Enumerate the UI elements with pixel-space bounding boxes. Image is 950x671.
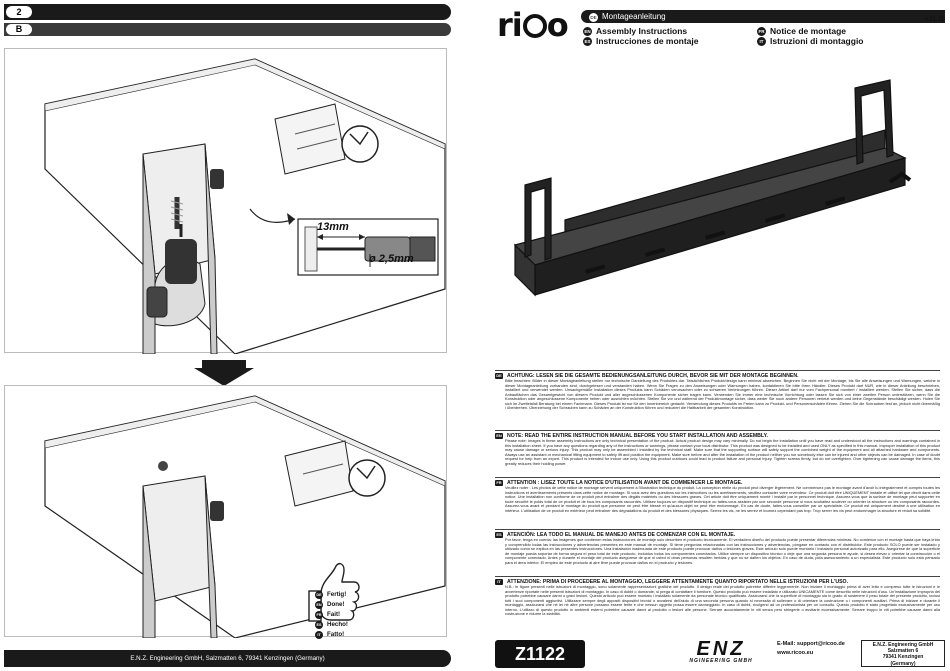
title-en: EN Assembly Instructions [583, 26, 687, 36]
completion-text: Hecho! [327, 621, 348, 628]
company-name: E.N.Z. Engineering GmbH [872, 642, 934, 648]
footer-address: E.N.Z. Engineering GmbH, Salzmatten 6, 7… [4, 650, 451, 667]
mounted-bracket-illustration [44, 395, 446, 639]
warning-body: Por favor, tenga en cuenta: las imágenes… [505, 538, 940, 565]
enz-logo: ENZ NGINEERING GMBH [675, 638, 767, 667]
completion-de: DE Fertig! [315, 590, 348, 600]
warning-title: ATTENTION : LISEZ TOUTE LA NOTICE D'UTIL… [507, 479, 743, 486]
completion-text: Done! [327, 601, 345, 608]
cable-tray-product-image [513, 79, 912, 297]
completion-en: EN Done! [315, 600, 348, 610]
next-step-arrow-icon [194, 360, 254, 386]
warning-section-es: ES ATENCIÓN: LEA TODO EL MANUAL DE MANEJO… [495, 531, 940, 578]
title-text: Assembly Instructions [596, 26, 688, 36]
flag-en-icon: EN [583, 26, 592, 36]
completion-es: ES Hecho! [315, 620, 348, 630]
drilling-illustration-panel: 13mm ø 2,5mm [4, 48, 447, 355]
company-city: 79341 Kenzingen [882, 654, 924, 661]
substep-letter: B [6, 24, 32, 35]
model-number: Z1122 [495, 640, 585, 668]
height-knob [210, 169, 224, 189]
substep-header-bar: B [4, 23, 451, 36]
separator [495, 529, 940, 530]
completion-messages: DE Fertig! EN Done! FR Fait! ES Hecho! IT Fat… [315, 590, 348, 640]
warning-section-fr: FR ATTENTION : LISEZ TOUTE LA NOTICE D'UT… [495, 479, 940, 531]
flag-de-icon: DE [495, 372, 503, 379]
separator [495, 370, 940, 371]
warning-section-de: DE ACHTUNG: LESEN SIE DIE GESAMTE BEDIENU… [495, 372, 940, 433]
table-top [44, 58, 446, 355]
separator [495, 477, 940, 478]
step-header-bar: 2 [4, 4, 451, 20]
flag-es-icon: ES [315, 621, 323, 629]
company-country: (Germany) [890, 660, 916, 667]
contact-email: E-Mail: support@ricoo.de [777, 641, 845, 647]
title-text: Notice de montage [770, 26, 847, 36]
flag-es-icon: ES [583, 36, 592, 46]
separator [495, 576, 940, 577]
drill [165, 239, 197, 284]
contact-website: www.ricoo.eu [777, 649, 814, 656]
drill-depth-label: 13mm [317, 221, 349, 233]
instruction-page-left: 2 B [4, 4, 451, 667]
warning-title: ATTENZIONE: PRIMA DI PROCEDERE AL MONTAG… [507, 578, 849, 585]
company-street: Salzmatten 6 [887, 648, 919, 655]
warning-body: Please note: Images in these assembly in… [505, 439, 940, 466]
flag-en-icon: EN [315, 601, 323, 609]
drill-diameter-label: ø 2,5mm [369, 253, 414, 265]
warning-section-it: IT ATTENZIONE: PRIMA DI PROCEDERE AL MONT… [495, 578, 940, 635]
drilling-illustration [44, 58, 446, 355]
flag-de-icon: DE [589, 13, 598, 22]
step-number: 2 [6, 6, 32, 18]
tray-bracket [274, 103, 346, 175]
completion-text: Fait! [327, 611, 341, 618]
title-fr: FR Notice de montage [757, 26, 846, 36]
company-address: E.N.Z. Engineering GmbH Salzmatten 6 793… [861, 640, 945, 667]
warning-body: Bitte beachten: Bilder in dieser Montage… [505, 379, 940, 410]
title-text: Instrucciones de montaje [596, 36, 699, 46]
screw [170, 197, 184, 229]
flag-fr-icon: FR [495, 479, 503, 486]
contact-info: E-Mail: support@ricoo.de www.ricoo.eu [777, 640, 857, 667]
flag-en-icon: EN [495, 432, 503, 439]
warning-body: Veuillez noter : Les photos de cette not… [505, 486, 940, 513]
title-es: ES Instrucciones de montaje [583, 36, 699, 46]
title-it: IT Istruzioni di montaggio [757, 36, 864, 46]
title-de: Montageanleitung [602, 12, 666, 21]
enz-brand: ENZ [696, 638, 746, 660]
title-bar: DE Montageanleitung [581, 10, 945, 23]
flag-de-icon: DE [315, 591, 323, 599]
flag-it-icon: IT [315, 631, 323, 639]
title-text: Istruzioni di montaggio [770, 36, 864, 46]
warning-body: N.B.: le figure presenti nelle istruzion… [505, 585, 940, 616]
completion-it: IT Fatto! [315, 630, 348, 640]
version-label: v.21.11 [924, 17, 944, 23]
mounted-bracket-panel [4, 385, 447, 639]
flag-fr-icon: FR [757, 26, 766, 36]
enz-brand-sub: NGINEERING GMBH [689, 658, 753, 664]
flag-fr-icon: FR [315, 611, 323, 619]
completion-text: Fertig! [327, 591, 347, 598]
warning-section-en: EN NOTE: READ THE ENTIRE INSTRUCTION MANU… [495, 432, 940, 479]
separator [495, 430, 940, 431]
flag-es-icon: ES [495, 531, 503, 538]
warning-title: ACHTUNG: LESEN SIE DIE GESAMTE BEDIENUNG… [507, 372, 799, 379]
flag-it-icon: IT [757, 36, 766, 46]
mounted-bracket [284, 440, 354, 507]
warning-title: NOTE: READ THE ENTIRE INSTRUCTION MANUAL… [507, 432, 768, 439]
completion-fr: FR Fait! [315, 610, 348, 620]
flag-it-icon: IT [495, 578, 503, 585]
completion-text: Fatto! [327, 631, 345, 638]
warning-title: ATENCIÓN: LEA TODO EL MANUAL DE MANEJO A… [507, 531, 736, 538]
